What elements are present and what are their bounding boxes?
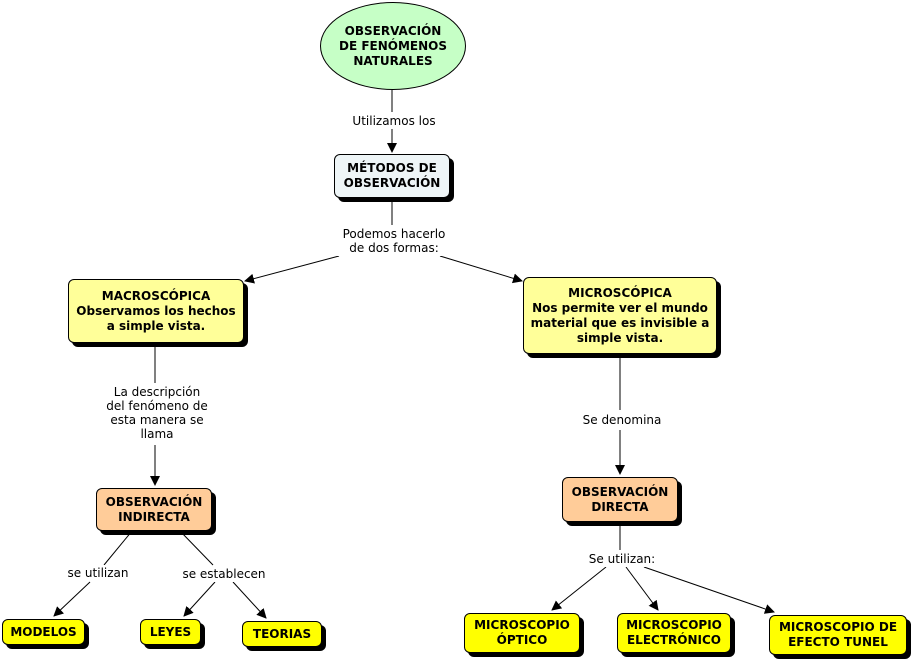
node-microscopica: MICROSCÓPICA Nos permite ver el mundo ma… xyxy=(523,277,717,354)
label-se-utilizan-indirecta: se utilizan xyxy=(58,565,138,581)
node-observacion-fenomenos: OBSERVACIÓN DE FENÓMENOS NATURALES xyxy=(320,2,466,90)
edge-indirecta-seutilizan xyxy=(103,530,133,566)
label-se-utilizan-directa: Se utilizan: xyxy=(578,551,666,567)
node-macroscopica: MACROSCÓPICA Observamos los hechos a sim… xyxy=(68,279,244,343)
node-observacion-directa: OBSERVACIÓN DIRECTA xyxy=(562,477,678,522)
edge-seutilizan2-optico xyxy=(551,566,607,611)
label-se-denomina: Se denomina xyxy=(574,412,670,428)
edge-podemos-macro xyxy=(244,255,340,284)
edge-indirecta-seestablecen xyxy=(179,530,214,566)
node-modelos: MODELOS xyxy=(2,619,85,645)
label-descripcion-fenomeno: La descripción del fenómeno de esta mane… xyxy=(98,384,216,442)
node-leyes: LEYES xyxy=(140,619,201,645)
edge-seutilizan2-electronico xyxy=(625,566,659,611)
node-metodos-observacion: MÉTODOS DE OBSERVACIÓN xyxy=(334,154,450,198)
label-utilizamos-los: Utilizamos los xyxy=(344,113,444,129)
label-se-establecen: se establecen xyxy=(174,566,274,582)
edge-seutilizan-modelos xyxy=(53,581,91,617)
node-microscopio-electronico: MICROSCOPIO ELECTRÓNICO xyxy=(617,613,731,653)
node-observacion-indirecta: OBSERVACIÓN INDIRECTA xyxy=(96,488,212,531)
edge-seutilizan2-tunel xyxy=(643,566,775,614)
edge-seestablecen-teorias xyxy=(232,581,267,619)
edge-podemos-micro xyxy=(439,255,523,284)
node-teorias: TEORIAS xyxy=(242,621,322,647)
label-podemos-hacerlo: Podemos hacerlo de dos formas: xyxy=(334,226,454,256)
node-microscopio-efecto-tunel: MICROSCOPIO DE EFECTO TUNEL xyxy=(769,615,907,655)
node-microscopio-optico: MICROSCOPIO ÓPTICO xyxy=(464,613,580,653)
edge-seestablecen-leyes xyxy=(183,581,216,617)
